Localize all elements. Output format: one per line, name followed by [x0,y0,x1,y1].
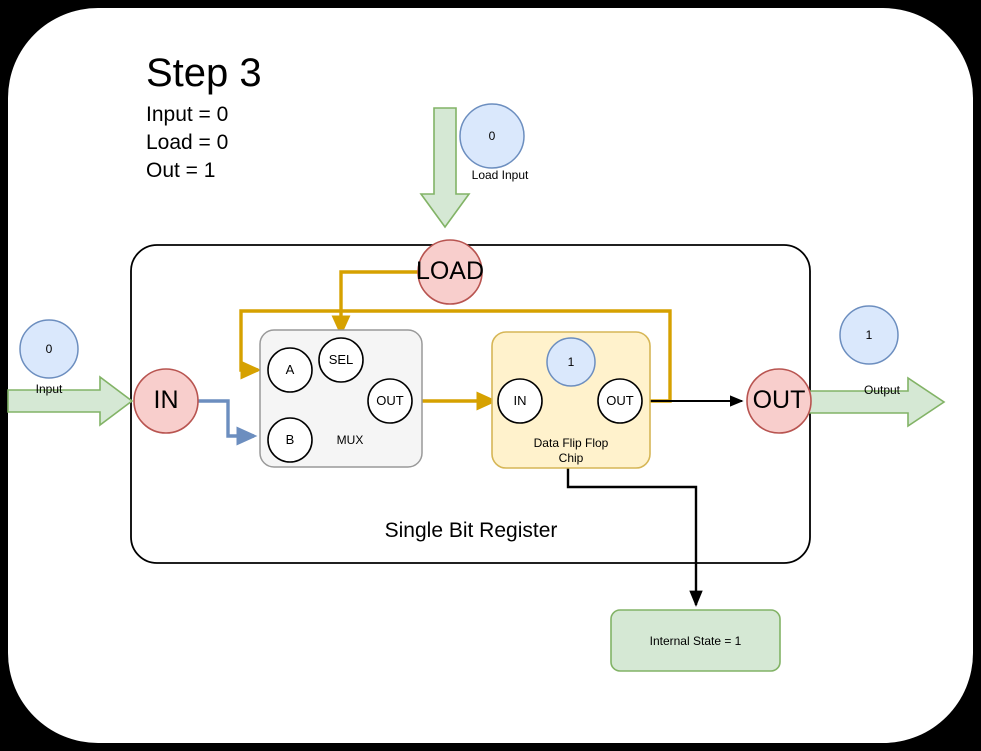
header-line-out: Out = 1 [146,159,216,182]
output-value: 1 [865,327,873,342]
mux-port-a-label: A [285,362,295,378]
load-flow-arrow [419,107,471,229]
load-input-value: 0 [488,128,496,143]
wire-dff-to-internal-state [566,468,703,607]
header-line-input: Input = 0 [146,103,229,126]
mux-port-sel-label: SEL [328,352,354,368]
wire-in-to-mux-b [196,399,258,446]
mux-port-b[interactable] [267,417,313,463]
internal-state-text: Internal State = 1 [649,633,742,648]
dff-state-value: 1 [567,354,575,369]
register-port-in[interactable] [133,368,199,434]
input-value-circle [19,319,79,379]
mux-port-out[interactable] [367,378,413,424]
page-title: Step 3 [146,51,262,95]
mux-label: MUX [336,432,364,447]
mux-port-sel[interactable] [318,337,364,383]
dff-label-line1: Data Flip Flop [533,435,609,450]
dff-state-circle [546,337,596,387]
output-flow-arrow [806,376,946,428]
dff-port-out-label: OUT [606,393,634,409]
register-port-in-label: IN [153,386,179,415]
dff-port-in[interactable] [497,378,543,424]
register-port-out[interactable] [746,368,812,434]
dff-port-in-label: IN [513,393,527,409]
data-flip-flop-chip-box[interactable] [491,331,651,469]
input-label: Input [35,381,63,396]
mux-port-a[interactable] [267,347,313,393]
output-label: Output [863,382,901,397]
dff-port-out[interactable] [597,378,643,424]
mux-port-out-label: OUT [376,393,404,409]
input-value: 0 [45,341,53,356]
single-bit-register-label: Single Bit Register [384,518,558,542]
register-port-load[interactable] [417,239,483,305]
output-value-circle [839,305,899,365]
internal-state-box [610,609,781,672]
input-flow-arrow [7,375,134,427]
header-line-load: Load = 0 [146,131,229,154]
dff-label-line2: Chip [558,450,584,465]
register-port-out-label: OUT [752,386,806,415]
mux-port-b-label: B [285,432,295,448]
load-input-value-circle [459,103,525,169]
register-port-load-label: LOAD [415,257,485,286]
load-input-label: Load Input [471,167,529,182]
